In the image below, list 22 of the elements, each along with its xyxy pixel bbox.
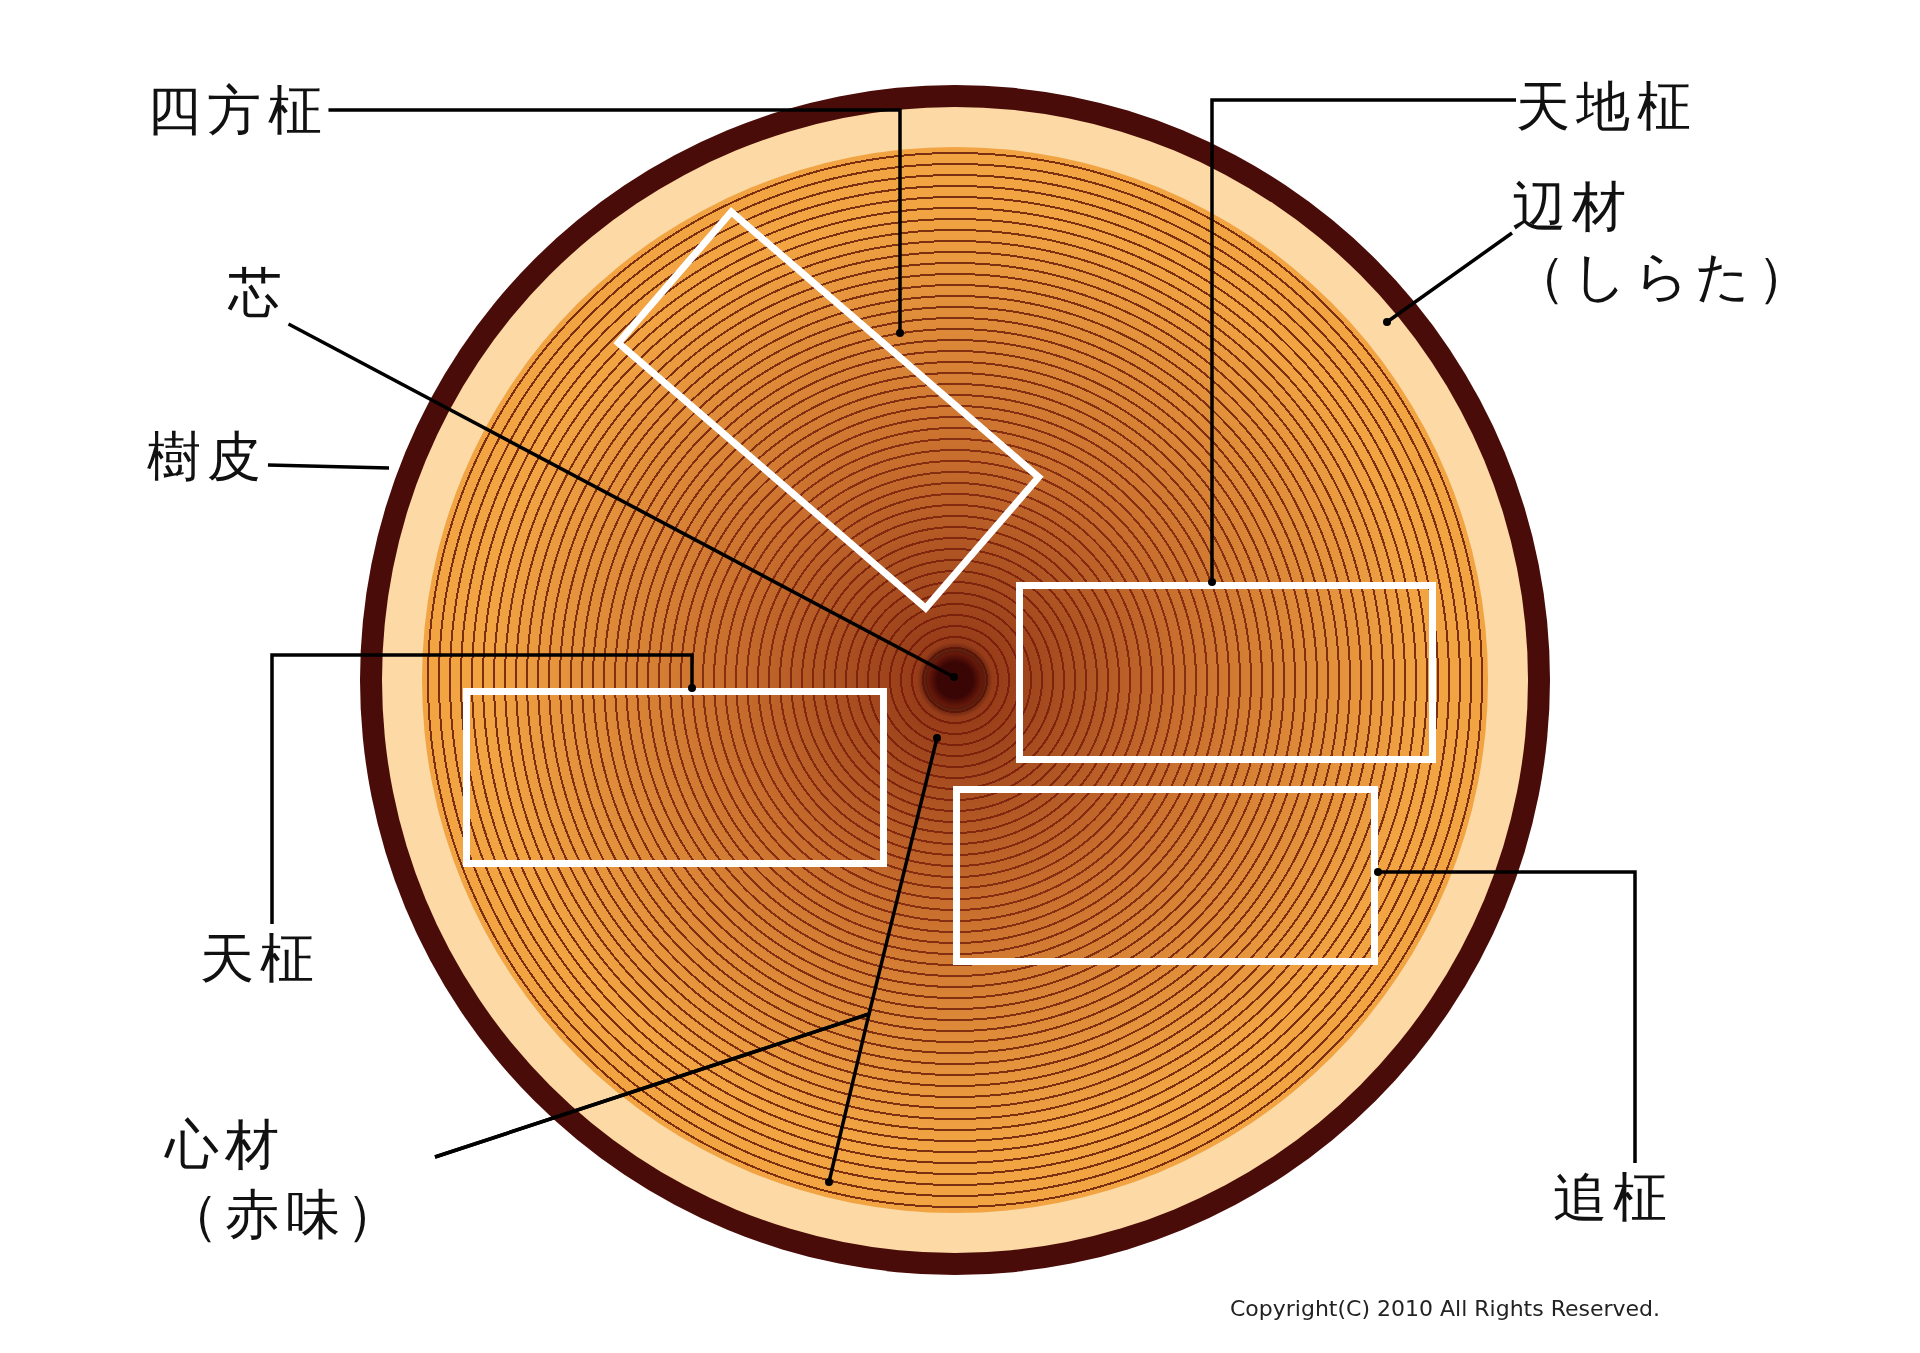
part-label: 天地柾	[1516, 72, 1698, 143]
leader-line	[1374, 868, 1637, 1163]
leader-line	[270, 653, 696, 924]
board-outline	[463, 688, 887, 867]
pith-dot	[927, 652, 983, 708]
part-label: 樹皮	[147, 422, 268, 493]
part-label: 芯	[228, 258, 289, 329]
part-label: 天柾	[200, 924, 321, 995]
leader-line	[1208, 98, 1516, 586]
part-label: 追柾	[1553, 1163, 1674, 1234]
board-outline	[613, 206, 1044, 614]
part-label: 心材（赤味）	[165, 1110, 435, 1251]
leader-line	[1383, 231, 1513, 326]
leader-line	[267, 463, 390, 470]
board-outline	[1016, 582, 1436, 763]
part-label: 辺材（しらた）	[1512, 172, 1842, 313]
copyright-notice: Copyright(C) 2010 All Rights Reserved.	[1230, 1296, 1661, 1321]
part-label: 四方柾	[147, 76, 329, 147]
leader-line	[287, 322, 958, 681]
board-outline	[953, 786, 1378, 965]
leader-line	[434, 1011, 872, 1186]
leader-line	[328, 108, 904, 337]
